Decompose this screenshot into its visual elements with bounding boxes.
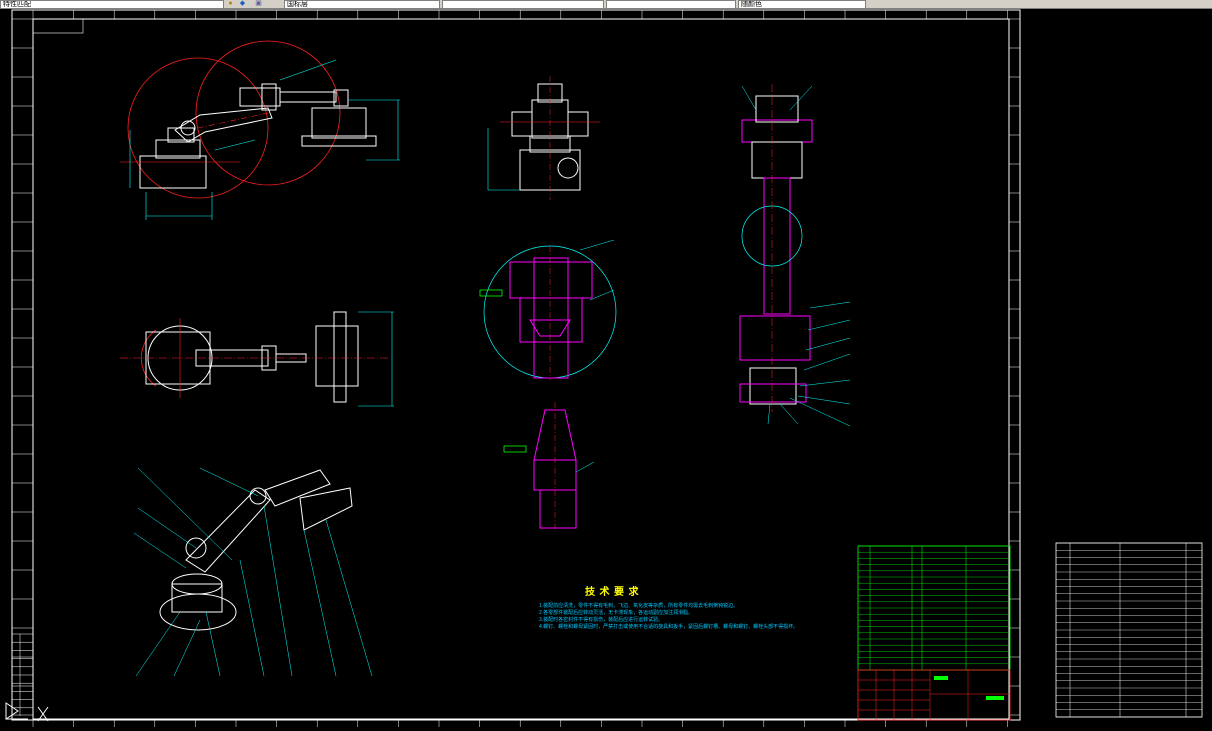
left-revision-table [12, 633, 33, 716]
drawing-canvas[interactable] [0, 8, 1212, 731]
section-detail-view [479, 239, 617, 380]
match-properties-field[interactable]: 特性匹配 [0, 0, 224, 9]
color-select[interactable] [442, 0, 604, 9]
parts-list-table [857, 545, 1011, 671]
title-block [857, 669, 1011, 721]
side-view-robot [120, 40, 400, 220]
isometric-view-robot [133, 467, 373, 677]
vertical-section-view [739, 84, 851, 427]
layer-bulb-icon[interactable]: ● [228, 0, 233, 7]
linetype-select[interactable] [606, 0, 736, 9]
wrist-detail-view [503, 402, 595, 534]
top-view-robot [120, 311, 394, 407]
layer-manager-icon[interactable]: ▣ [255, 0, 262, 7]
toolbar: 特性匹配 ● ◆ ▣ 国标层 随颜色 [0, 0, 1212, 9]
tech-note-4: 4.螺钉、螺栓和螺母紧固时，严禁打击或使用不合适的旋具和扳手，紧固后螺钉槽、螺母… [539, 624, 799, 630]
technical-requirements-title: 技 术 要 求 [585, 587, 640, 598]
layer-select[interactable]: 国标层 [284, 0, 440, 9]
tech-note-2: 2.各零部件装配后应转动灵活，无卡滞现象，各运动副应加注润滑脂。 [539, 610, 694, 616]
outer-frame [11, 9, 1021, 721]
inner-frame [32, 18, 1010, 720]
tech-note-3: 3.装配时各密封件不得有损伤，装配后应进行运转试验。 [539, 617, 664, 623]
drawing-number-box [32, 18, 84, 34]
bom-table [1055, 542, 1203, 718]
front-view-robot [487, 76, 600, 200]
ucs-icon [5, 702, 49, 722]
tech-note-1: 1.装配前应清洗，零件不得有毛刺、飞边、氧化皮等杂质，所有零件均需去毛刺倒钝锐边… [539, 603, 739, 609]
layer-state-icon[interactable]: ◆ [239, 0, 246, 7]
lineweight-select[interactable]: 随颜色 [738, 0, 866, 9]
